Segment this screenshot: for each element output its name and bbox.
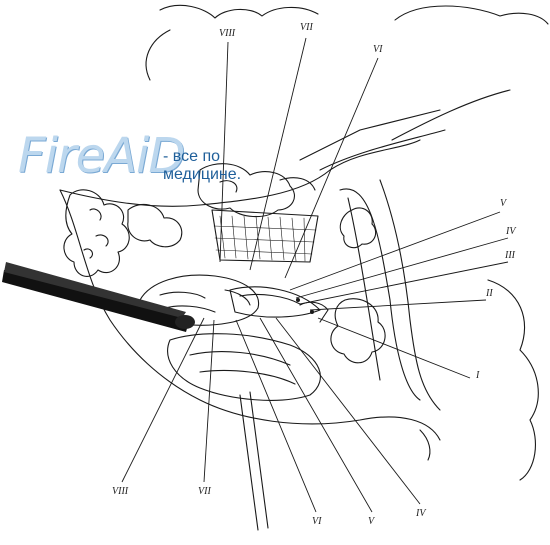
wound-lower-edge [59, 189, 441, 441]
leader-right-iii [299, 261, 509, 305]
label-right-v: V [500, 198, 508, 209]
forceps-tip [175, 315, 195, 329]
fat-lobule-right [330, 298, 386, 364]
mesh-region-outline [211, 209, 319, 263]
lower-viscera-detail [189, 351, 296, 385]
leader-top-vi [284, 57, 379, 279]
fat-lobule-left [63, 189, 130, 277]
drape-left-curve [145, 29, 171, 81]
duct-line [239, 293, 301, 305]
leader-right-v [289, 211, 501, 291]
leader-bottom-vi [235, 319, 317, 513]
mesh-hatching [213, 215, 317, 262]
leader-bottom-v [259, 317, 373, 513]
label-top-vii: VII [300, 22, 313, 33]
label-top-viii: VIII [219, 28, 236, 39]
retractor-top [299, 109, 441, 161]
wound-upper-edge [59, 139, 421, 207]
right-wall [379, 179, 441, 411]
leader-bottom-viii [121, 317, 205, 483]
drape-right-side [487, 279, 539, 481]
leader-right-ii [309, 299, 487, 311]
duct-region [229, 286, 321, 318]
leader-top-viii [219, 41, 229, 263]
retractor-right [339, 188, 421, 401]
watermark-logo: FireAiD [18, 128, 185, 184]
label-bottom-v: V [368, 516, 376, 527]
label-bottom-vi: VI [312, 516, 322, 527]
label-right-ii: II [485, 288, 493, 299]
label-right-iii: III [504, 250, 516, 261]
lower-retractor [239, 391, 269, 531]
forceps-instrument [2, 262, 195, 332]
lower-right-fold [419, 429, 431, 461]
junction-mark [310, 310, 314, 314]
junction-mark [296, 298, 300, 302]
watermark: FireAiD - все по медицине. [18, 132, 268, 192]
drape-top-curve [159, 4, 319, 19]
leader-top-vii [249, 37, 307, 271]
label-bottom-iv: IV [415, 508, 427, 519]
label-right-i: I [475, 370, 480, 381]
right-top-fold [391, 89, 511, 141]
forceps-jaw-upper [4, 262, 186, 318]
retractor-right-inner [347, 197, 381, 381]
leader-right-i [317, 317, 471, 379]
leader-bottom-vii [203, 319, 215, 483]
leader-bottom-iv [275, 317, 421, 505]
drape-right-curve [394, 5, 549, 25]
label-right-iv: IV [505, 226, 517, 237]
forceps-jaw-lower [2, 270, 190, 332]
fat-lobule-left-2 [127, 203, 183, 248]
watermark-tagline: - все по медицине. [163, 148, 242, 183]
fat-detail-left [83, 208, 109, 259]
label-bottom-vii: VII [198, 486, 211, 497]
label-top-vi: VI [373, 44, 383, 55]
fat-lobule-right-upper [339, 207, 377, 249]
lower-viscera [167, 333, 321, 401]
label-bottom-viii: VIII [112, 486, 129, 497]
leader-right-iv [295, 237, 509, 299]
